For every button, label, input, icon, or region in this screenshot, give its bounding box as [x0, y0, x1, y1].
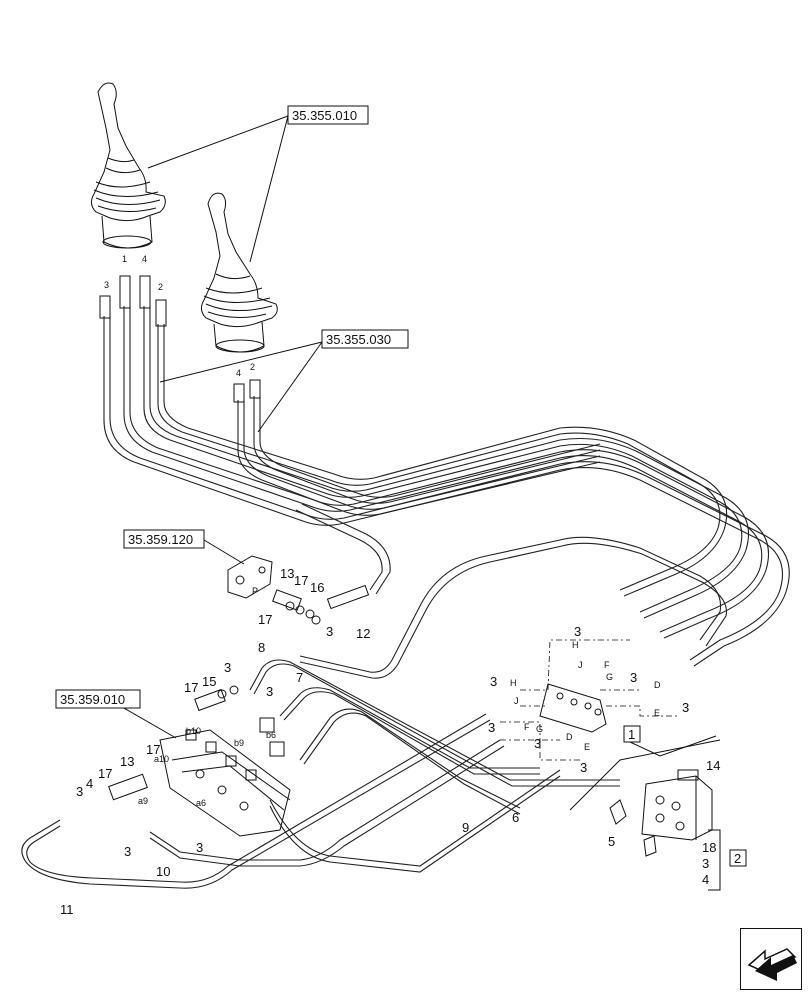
- fittings: [108, 589, 321, 801]
- pilot-valve: [227, 555, 273, 599]
- callout-17: 17: [258, 612, 272, 627]
- svg-text:b9: b9: [234, 738, 244, 748]
- svg-text:F: F: [524, 722, 530, 732]
- callout-17: 17: [98, 766, 112, 781]
- svg-text:G: G: [606, 672, 613, 682]
- svg-text:1: 1: [122, 254, 127, 264]
- svg-text:4: 4: [142, 254, 147, 264]
- callout-3: 3: [574, 624, 581, 639]
- callout-18: 18: [702, 840, 716, 855]
- ref-box-control-valve[interactable]: 35.359.010: [55, 689, 141, 709]
- previous-page-button[interactable]: [740, 928, 802, 990]
- callout-17: 17: [294, 573, 308, 588]
- svg-text:E: E: [584, 742, 590, 752]
- control-valve-block: [159, 729, 291, 837]
- svg-text:D: D: [654, 680, 661, 690]
- port-numbers: 3 1 4 2 4 2: [104, 254, 255, 378]
- svg-text:P: P: [252, 586, 258, 596]
- svg-text:3: 3: [104, 280, 109, 290]
- bracket-assembly: [569, 739, 721, 857]
- svg-text:b6: b6: [266, 730, 276, 740]
- callout-3: 3: [266, 684, 273, 699]
- callout-17: 17: [184, 680, 198, 695]
- ref-box-joystick[interactable]: 35.355.010: [287, 105, 369, 125]
- callout-17: 17: [146, 742, 160, 757]
- port-letters: P H J F G D E H J F G D E: [252, 586, 661, 752]
- callout-3: 3: [76, 784, 83, 799]
- callout-3: 3: [326, 624, 333, 639]
- svg-text:F: F: [604, 660, 610, 670]
- svg-text:E: E: [654, 708, 660, 718]
- callout-6: 6: [512, 810, 519, 825]
- svg-text:2: 2: [734, 851, 741, 866]
- callout-16: 16: [310, 580, 324, 595]
- callout-3: 3: [682, 700, 689, 715]
- pressure-hose: [295, 503, 391, 610]
- svg-text:a9: a9: [138, 796, 148, 806]
- svg-text:35.359.010: 35.359.010: [60, 692, 125, 707]
- callout-labels: 13 17 16 17 3 12 8 3 17 15 3 7 17 13 17 …: [60, 566, 720, 917]
- callout-8: 8: [258, 640, 265, 655]
- svg-text:35.355.030: 35.355.030: [326, 332, 391, 347]
- svg-text:a6: a6: [196, 798, 206, 808]
- joystick-left: [90, 82, 166, 249]
- previous-page-arrow-icon: [747, 948, 797, 981]
- callout-11: 11: [60, 902, 74, 917]
- callout-3: 3: [702, 856, 709, 871]
- callout-3: 3: [580, 760, 587, 775]
- svg-text:a10: a10: [154, 754, 169, 764]
- callout-3: 3: [488, 720, 495, 735]
- callout-14: 14: [706, 758, 720, 773]
- joystick-right-hoses: [233, 379, 601, 516]
- callout-4: 4: [86, 776, 93, 791]
- callout-13: 13: [120, 754, 134, 769]
- svg-text:H: H: [510, 678, 517, 688]
- ref-box-pilot-valve[interactable]: 35.359.120: [123, 529, 205, 549]
- callout-7: 7: [296, 670, 303, 685]
- svg-text:4: 4: [236, 368, 241, 378]
- callout-4: 4: [702, 872, 709, 887]
- callout-3: 3: [224, 660, 231, 675]
- valve-ports: b10 a10 a9 b9 b6 a6: [138, 726, 276, 808]
- joystick-right: [200, 192, 278, 353]
- callout-3: 3: [630, 670, 637, 685]
- callout-3: 3: [490, 674, 497, 689]
- svg-text:D: D: [566, 732, 573, 742]
- tube-lines: [21, 659, 620, 889]
- svg-text:b10: b10: [186, 726, 201, 736]
- callout-3: 3: [196, 840, 203, 855]
- svg-text:J: J: [514, 696, 519, 706]
- callout-5: 5: [608, 834, 615, 849]
- svg-text:G: G: [536, 724, 543, 734]
- joystick-left-hoses: [99, 275, 790, 667]
- callout-15: 15: [202, 674, 216, 689]
- callout-9: 9: [462, 820, 469, 835]
- line-12: [299, 536, 728, 679]
- ref-box-2[interactable]: 2: [729, 849, 747, 867]
- ref-box-1[interactable]: 1: [623, 725, 641, 743]
- svg-text:1: 1: [628, 727, 635, 742]
- svg-text:H: H: [572, 640, 579, 650]
- callout-10: 10: [156, 864, 170, 879]
- svg-text:2: 2: [158, 282, 163, 292]
- svg-text:2: 2: [250, 362, 255, 372]
- callout-3: 3: [124, 844, 131, 859]
- bracket-2-group-line: [708, 829, 721, 891]
- callout-3: 3: [534, 736, 541, 751]
- svg-text:J: J: [578, 660, 583, 670]
- svg-text:35.355.010: 35.355.010: [292, 108, 357, 123]
- callout-13: 13: [280, 566, 294, 581]
- manifold-plate: [500, 639, 680, 761]
- leader-lines: [109, 115, 717, 757]
- svg-text:35.359.120: 35.359.120: [128, 532, 193, 547]
- ref-box-hoses[interactable]: 35.355.030: [321, 329, 409, 349]
- callout-12: 12: [356, 626, 370, 641]
